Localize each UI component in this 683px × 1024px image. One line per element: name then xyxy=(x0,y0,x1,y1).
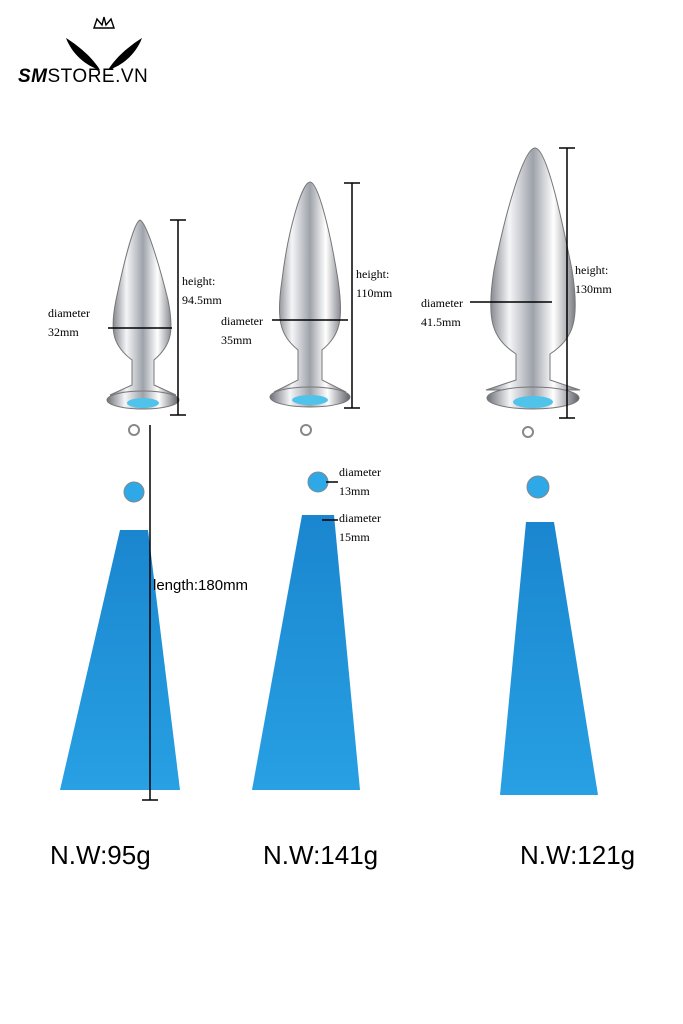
product-1-length-label: length:180mm xyxy=(153,577,249,594)
brand-suffix: STORE.VN xyxy=(47,66,149,87)
brand-name: SMSTORE.VN xyxy=(18,66,148,88)
product-2-illustration xyxy=(252,181,360,790)
product-3-height-label: height:130mm xyxy=(575,263,612,296)
product-2-height-label: height:110mm xyxy=(356,267,393,300)
product-1-height-label: height:94.5mm xyxy=(182,274,222,307)
brand-prefix: SM xyxy=(18,66,48,87)
product-1-illustration xyxy=(60,219,186,801)
product-3-weight: N.W:121g xyxy=(520,840,636,870)
product-1-weight: N.W:95g xyxy=(50,840,151,870)
product-3-illustration xyxy=(470,147,598,795)
product-2-weight: N.W:141g xyxy=(263,840,379,870)
cat-ears-crown-icon xyxy=(66,16,142,70)
